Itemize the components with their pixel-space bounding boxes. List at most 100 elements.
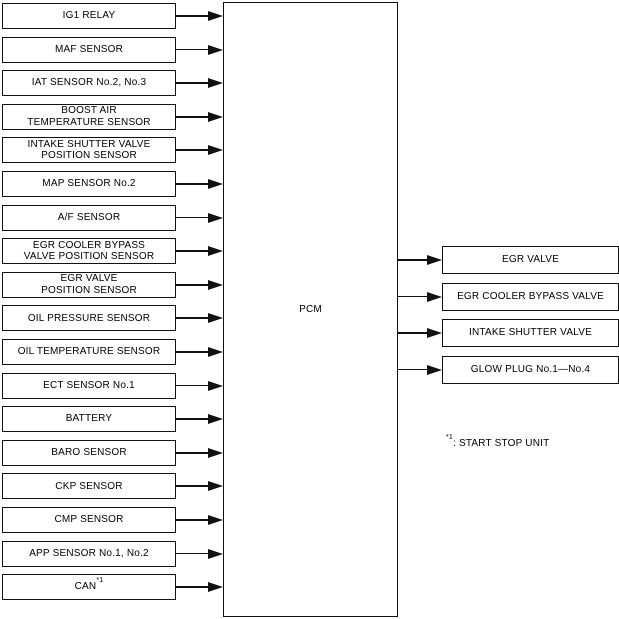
- input-box-label: APP SENSOR No.1, No.2: [29, 547, 149, 559]
- input-row: CKP SENSOR: [2, 473, 223, 500]
- inputs-column: IG1 RELAY MAF SENSOR IAT SENSOR No.2, No…: [2, 3, 223, 601]
- pcm-box: PCM: [223, 2, 398, 617]
- input-row: CAN*1: [2, 574, 223, 601]
- arrow-right-icon: [208, 44, 223, 55]
- arrow-right-icon: [427, 364, 442, 375]
- input-arrow: [176, 339, 223, 365]
- output-box: GLOW PLUG No.1—No.4: [442, 355, 619, 384]
- input-box-label: BARO SENSOR: [51, 446, 127, 458]
- output-row: EGR COOLER BYPASS VALVE: [398, 282, 619, 311]
- arrow-line: [176, 149, 208, 152]
- input-arrow: [176, 406, 223, 432]
- input-row: A/F SENSOR: [2, 204, 223, 231]
- input-box-label: EGR COOLER BYPASS VALVE POSITION SENSOR: [23, 239, 155, 263]
- input-arrow: [176, 507, 223, 533]
- input-box: INTAKE SHUTTER VALVE POSITION SENSOR: [2, 137, 176, 164]
- output-box: INTAKE SHUTTER VALVE: [442, 319, 619, 347]
- output-box-label: EGR VALVE: [501, 254, 559, 266]
- input-box-label: IG1 RELAY: [62, 10, 116, 22]
- input-box-text: OIL TEMPERATURE SENSOR: [18, 346, 161, 358]
- input-box-label: BATTERY: [65, 413, 113, 425]
- input-box-label: BOOST AIR TEMPERATURE SENSOR: [27, 105, 151, 128]
- arrow-line: [176, 586, 208, 588]
- output-box-label: EGR COOLER BYPASS VALVE: [457, 290, 604, 302]
- arrow-line: [176, 283, 208, 286]
- input-box-text: INTAKE SHUTTER VALVE POSITION SENSOR: [28, 139, 151, 162]
- input-box-label: A/F SENSOR: [57, 211, 121, 223]
- input-box-text: MAF SENSOR: [55, 44, 123, 56]
- input-row: MAF SENSOR: [2, 36, 223, 63]
- arrow-right-icon: [208, 582, 223, 593]
- input-row: EGR COOLER BYPASS VALVE POSITION SENSOR: [2, 238, 223, 265]
- output-arrow: [398, 356, 442, 384]
- input-box-text: EGR COOLER BYPASS VALVE POSITION SENSOR: [24, 240, 155, 263]
- arrow-line: [176, 485, 208, 488]
- input-row: EGR VALVE POSITION SENSOR: [2, 271, 223, 298]
- input-box: A/F SENSOR: [2, 204, 176, 231]
- arrow-line: [398, 259, 427, 261]
- input-box: CMP SENSOR: [2, 506, 176, 533]
- input-row: ECT SENSOR No.1: [2, 372, 223, 399]
- outputs-column: EGR VALVE EGR COOLER BYPASS VALVE INTAKE…: [398, 246, 619, 384]
- arrow-right-icon: [208, 145, 223, 156]
- arrow-right-icon: [208, 414, 223, 425]
- input-arrow: [176, 171, 223, 197]
- arrow-right-icon: [208, 313, 223, 324]
- input-arrow: [176, 541, 223, 567]
- input-arrow: [176, 70, 223, 96]
- output-row: EGR VALVE: [398, 246, 619, 274]
- input-box-text: ECT SENSOR No.1: [43, 380, 135, 392]
- input-box-label: OIL TEMPERATURE SENSOR: [17, 346, 161, 358]
- input-box-superscript: *1: [96, 576, 104, 584]
- output-box: EGR VALVE: [442, 246, 619, 274]
- input-box-text: EGR VALVE POSITION SENSOR: [41, 273, 137, 296]
- output-arrow: [398, 319, 442, 347]
- arrow-right-icon: [208, 178, 223, 189]
- input-row: BARO SENSOR: [2, 439, 223, 466]
- arrow-line: [176, 384, 208, 387]
- arrow-right-icon: [208, 246, 223, 257]
- output-box: EGR COOLER BYPASS VALVE: [442, 282, 619, 311]
- input-box: CAN*1: [2, 574, 176, 601]
- arrow-line: [176, 48, 208, 51]
- arrow-line: [176, 351, 208, 353]
- input-box-label: CAN: [74, 581, 97, 593]
- arrow-line: [176, 317, 208, 320]
- input-box: BATTERY: [2, 406, 176, 433]
- input-box-label: MAP SENSOR No.2: [42, 178, 136, 190]
- input-box-text: IG1 RELAY: [63, 10, 116, 22]
- input-arrow: [176, 272, 223, 298]
- input-box: EGR VALVE POSITION SENSOR: [2, 271, 176, 298]
- arrow-line: [176, 82, 208, 85]
- input-row: INTAKE SHUTTER VALVE POSITION SENSOR: [2, 137, 223, 164]
- input-arrow: [176, 205, 223, 231]
- input-box: IG1 RELAY: [2, 3, 176, 29]
- input-box-label: ECT SENSOR No.1: [43, 379, 135, 391]
- arrow-right-icon: [208, 514, 223, 525]
- arrow-right-icon: [208, 481, 223, 492]
- input-row: OIL TEMPERATURE SENSOR: [2, 338, 223, 365]
- footnote-marker: *1: [446, 433, 454, 441]
- input-box-text: APP SENSOR No.1, No.2: [29, 548, 149, 560]
- pcm-label: PCM: [299, 303, 322, 315]
- input-box-text: A/F SENSOR: [58, 212, 121, 224]
- output-box-label: GLOW PLUG No.1—No.4: [470, 363, 591, 375]
- arrow-right-icon: [208, 279, 223, 290]
- input-row: APP SENSOR No.1, No.2: [2, 540, 223, 567]
- arrow-line: [176, 418, 208, 421]
- input-row: OIL PRESSURE SENSOR: [2, 305, 223, 332]
- output-row: INTAKE SHUTTER VALVE: [398, 319, 619, 347]
- input-arrow: [176, 104, 223, 130]
- input-box: APP SENSOR No.1, No.2: [2, 540, 176, 567]
- input-box-label: EGR VALVE POSITION SENSOR: [41, 273, 137, 296]
- arrow-right-icon: [208, 111, 223, 122]
- input-row: MAP SENSOR No.2: [2, 170, 223, 197]
- input-row: IAT SENSOR No.2, No.3: [2, 70, 223, 97]
- input-arrow: [176, 137, 223, 163]
- footnote: *1: START STOP UNIT: [446, 434, 549, 449]
- input-box-label: OIL PRESSURE SENSOR: [27, 312, 151, 324]
- arrow-line: [176, 15, 208, 17]
- input-box-text: BATTERY: [66, 413, 113, 425]
- input-box-label: CMP SENSOR: [54, 514, 124, 526]
